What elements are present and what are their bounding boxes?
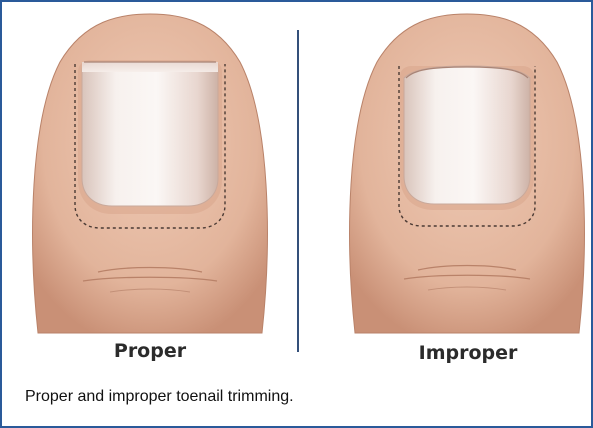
- proper-label: Proper: [80, 340, 220, 362]
- figure-caption: Proper and improper toenail trimming.: [25, 388, 294, 406]
- toe-improper-illustration: [350, 14, 585, 333]
- improper-label: Improper: [398, 342, 538, 364]
- toe-proper-illustration: [33, 14, 268, 333]
